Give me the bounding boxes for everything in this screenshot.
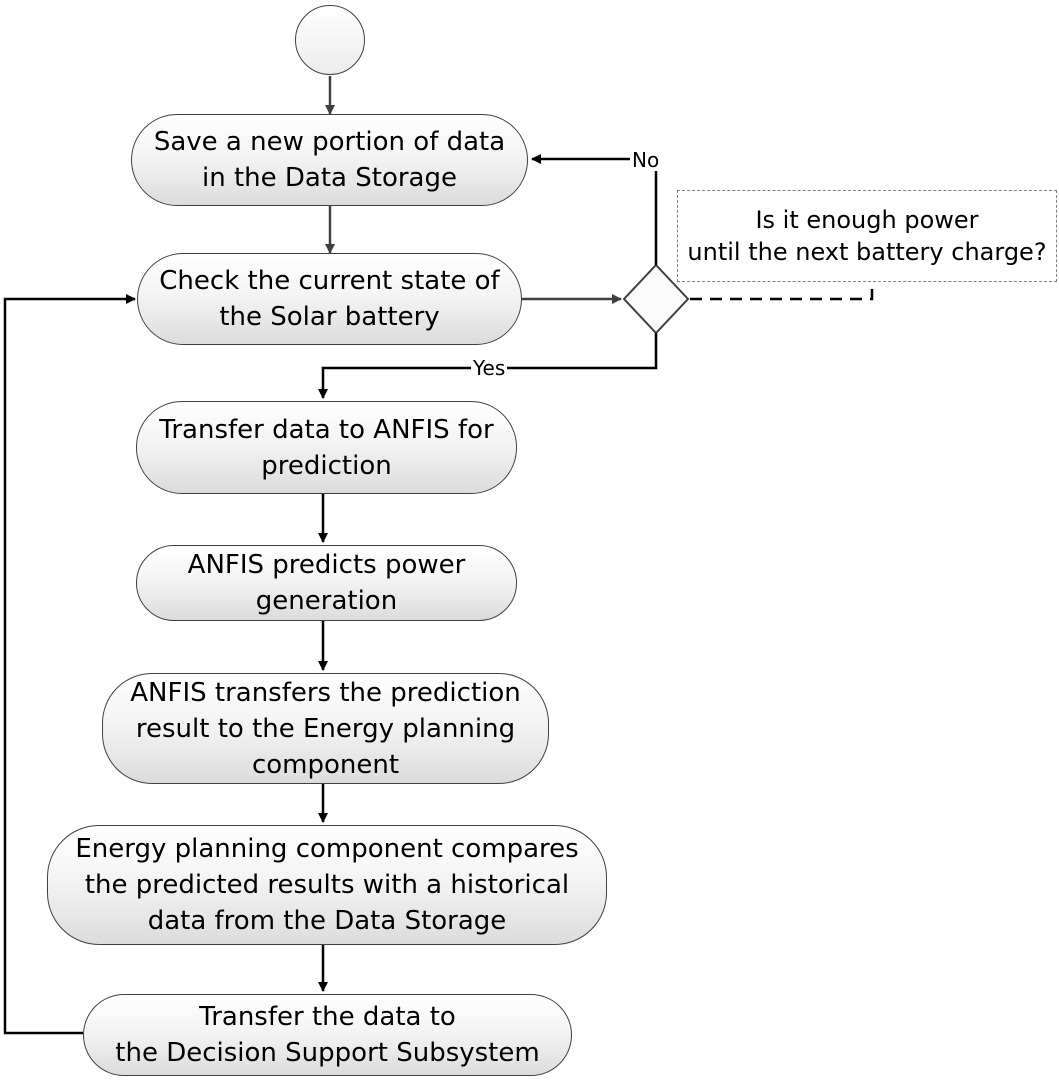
- node-energy-planning-compares: Energy planning component compares the p…: [47, 825, 607, 945]
- node-save-data-label: Save a new portion of data in the Data S…: [153, 127, 506, 193]
- node-anfis-transfers-result: ANFIS transfers the prediction result to…: [102, 673, 549, 784]
- node-anfis-predicts-label: ANFIS predicts power generation: [187, 550, 466, 616]
- node-energy-planning-compares-label: Energy planning component compares the p…: [75, 834, 579, 936]
- node-transfer-to-anfis: Transfer data to ANFIS for prediction: [136, 401, 517, 494]
- arrow-loop-to-check: [3, 294, 136, 1035]
- node-transfer-to-dss-label: Transfer the data to the Decision Suppor…: [115, 1002, 540, 1068]
- node-save-data: Save a new portion of data in the Data S…: [131, 114, 528, 206]
- decision-note-text: Is it enough power until the next batter…: [687, 206, 1047, 266]
- node-anfis-predicts: ANFIS predicts power generation: [136, 545, 517, 621]
- node-anfis-transfers-result-label: ANFIS transfers the prediction result to…: [130, 677, 521, 780]
- note-connector: [690, 282, 874, 301]
- node-check-battery-label: Check the current state of the Solar bat…: [159, 266, 500, 332]
- arrow-no-to-save: [531, 154, 658, 265]
- node-transfer-to-anfis-label: Transfer data to ANFIS for prediction: [159, 414, 494, 481]
- edge-label-no: No: [630, 148, 662, 172]
- start-node: [295, 5, 365, 75]
- node-transfer-to-dss: Transfer the data to the Decision Suppor…: [83, 994, 572, 1076]
- edge-label-yes: Yes: [471, 356, 508, 380]
- decision-note: Is it enough power until the next batter…: [677, 190, 1057, 282]
- node-check-battery: Check the current state of the Solar bat…: [137, 253, 522, 345]
